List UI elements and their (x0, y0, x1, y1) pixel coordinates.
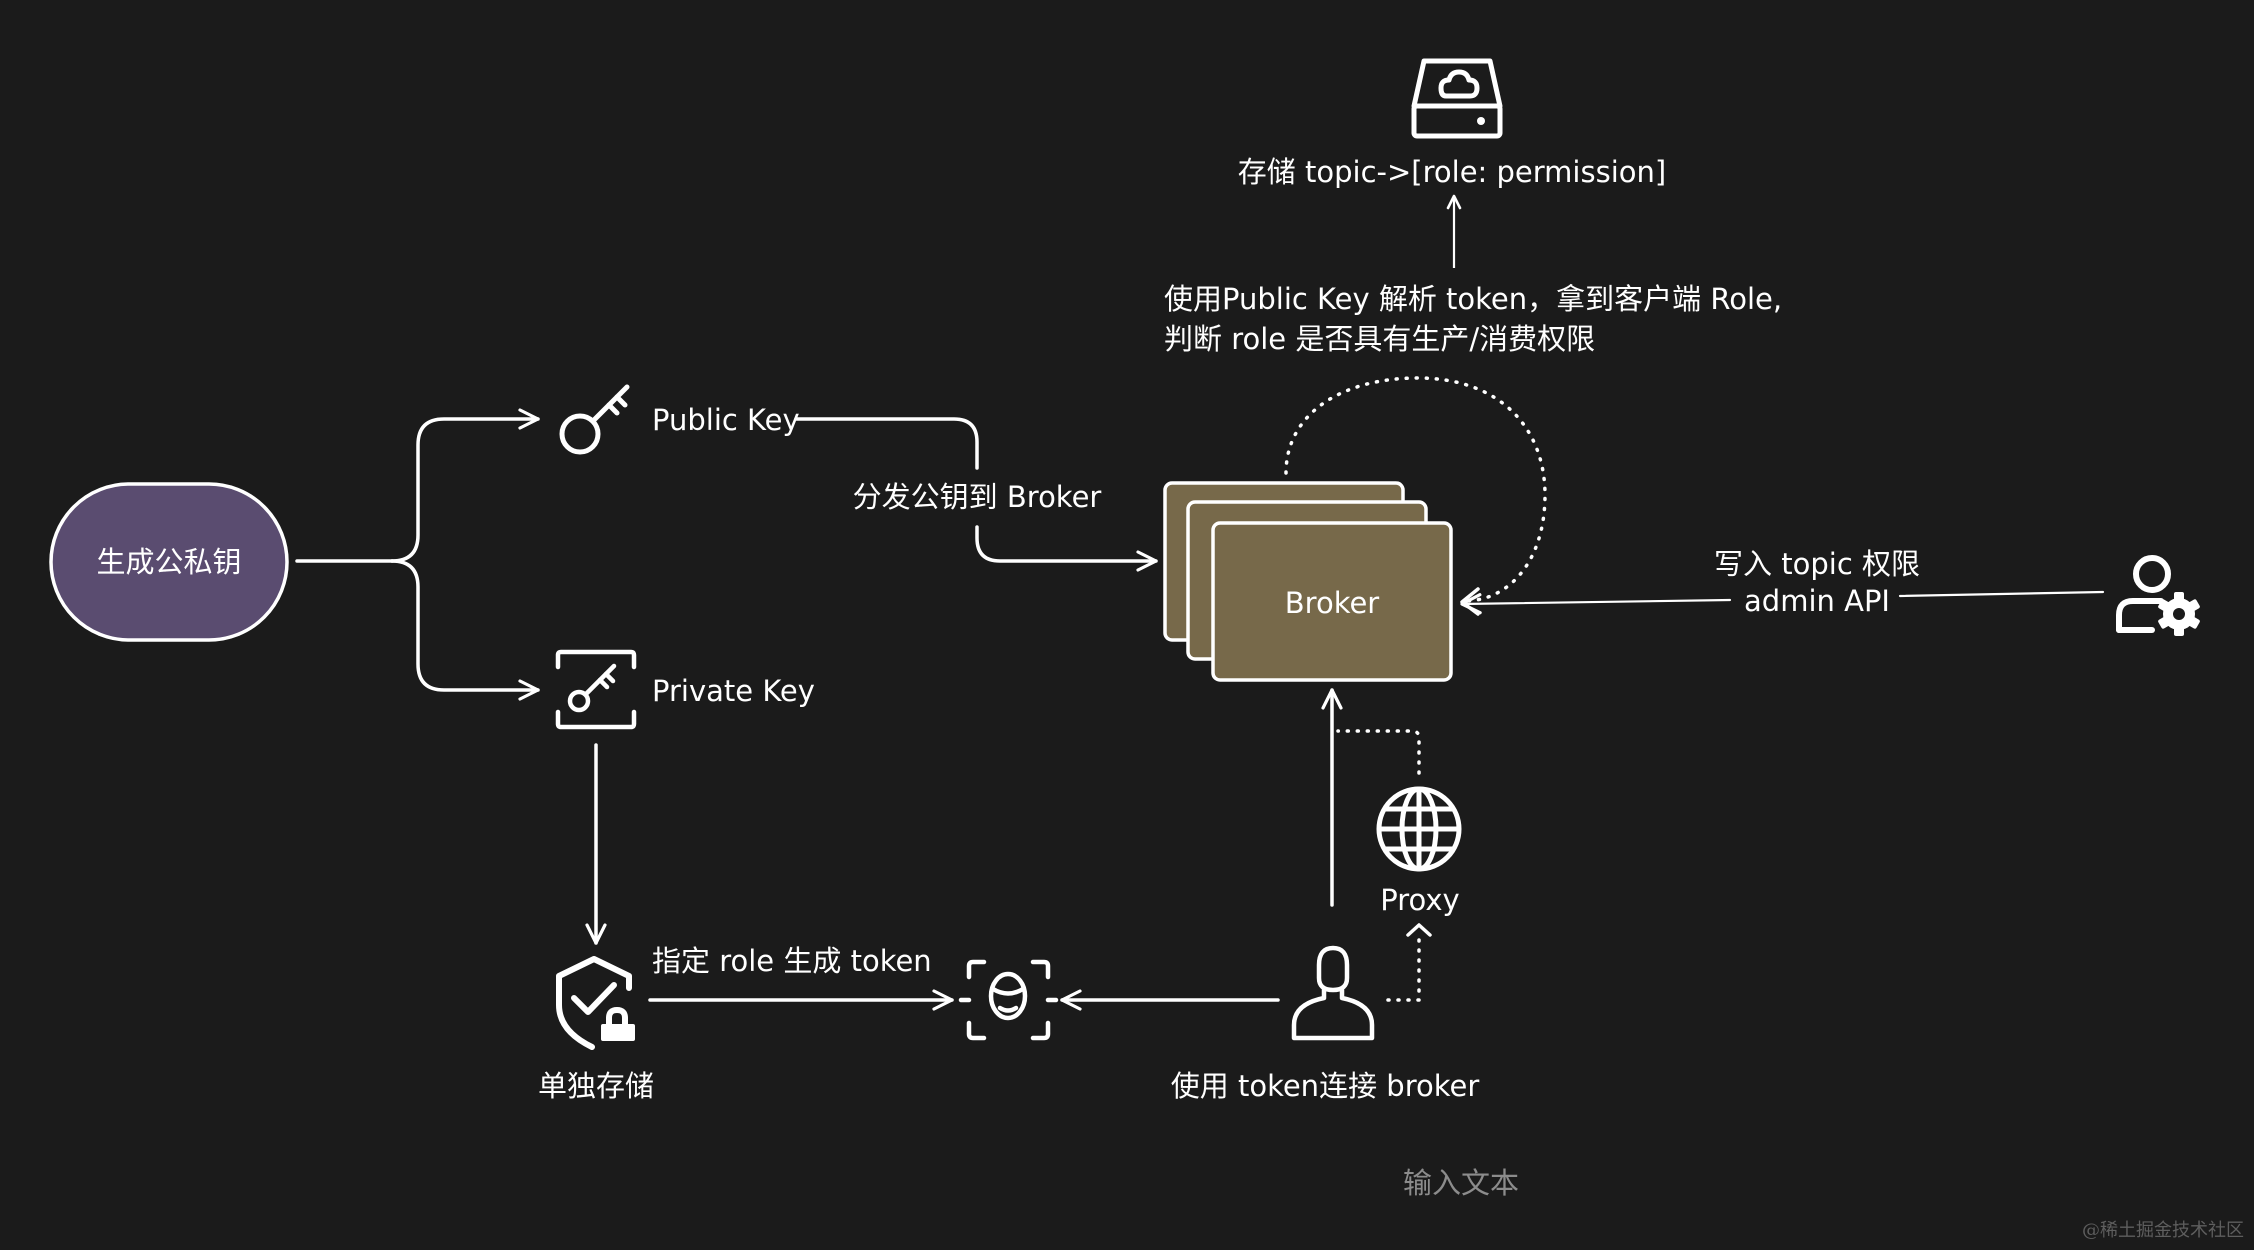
gear-icon (2158, 592, 2200, 636)
proxy-arrowhead (1406, 923, 1432, 937)
private-key-icon (555, 649, 637, 730)
admin-edge (1460, 590, 2105, 615)
token-generate-label: 指定 role 生成 token (652, 944, 932, 978)
admin-label-line1: 写入 topic 权限 (1714, 547, 1920, 581)
public-key-label: Public Key (652, 403, 800, 437)
broker-label: Broker (1284, 586, 1380, 620)
branch-edges (295, 408, 540, 701)
user-icon (1291, 945, 1375, 1041)
parse-label-line2: 判断 role 是否具有生产/消费权限 (1164, 322, 1596, 356)
admin-label-line2: admin API (1744, 584, 1890, 618)
face-scan-icon (958, 959, 1059, 1041)
shield-lock-icon (556, 956, 632, 1050)
watermark: @稀土掘金技术社区 (2082, 1220, 2244, 1241)
broker-node (1211, 521, 1453, 682)
lock-body (601, 1024, 635, 1041)
generate-keys-node (49, 482, 289, 642)
text-placeholder[interactable]: 输入文本 (1402, 1166, 1520, 1200)
client-label: 使用 token连接 broker (1170, 1069, 1480, 1103)
generate-keys-label: 生成公私钥 (96, 545, 242, 579)
globe-icon (1376, 786, 1462, 872)
broker-self-loop (1284, 376, 1547, 603)
storage-icon (1411, 58, 1503, 139)
storage-label: 存储 topic->[role: permission] (1237, 155, 1667, 189)
admin-settings-icon (2116, 555, 2171, 633)
key-icon (559, 384, 630, 455)
store-separately-label: 单独存储 (537, 1069, 655, 1103)
proxy-to-broker-edge (1336, 729, 1421, 775)
private-key-label: Private Key (652, 674, 815, 708)
distribute-edge (794, 417, 1156, 561)
client-to-proxy-edge (1386, 933, 1421, 1002)
parse-label-line1: 使用Public Key 解析 token，拿到客户端 Role, (1164, 282, 1783, 316)
distribute-label: 分发公钥到 Broker (852, 480, 1102, 514)
proxy-label: Proxy (1380, 883, 1460, 917)
